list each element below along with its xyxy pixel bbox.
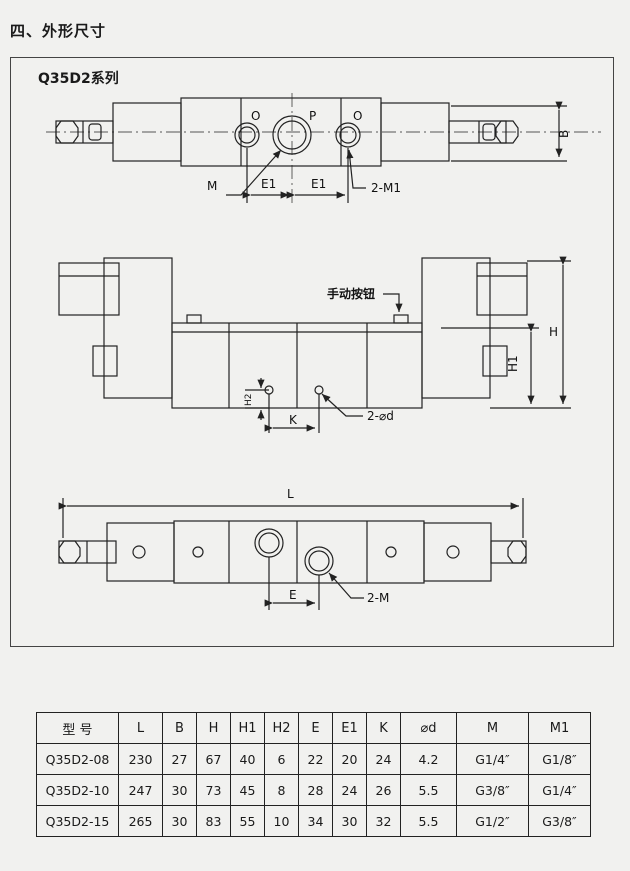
cell: 27 bbox=[162, 743, 197, 775]
header-model: 型 号 bbox=[36, 712, 119, 744]
cell: 10 bbox=[264, 805, 299, 837]
label-port-o-left: O bbox=[251, 109, 260, 123]
technical-drawing: Q35D2系列 bbox=[10, 57, 614, 647]
label-e: E bbox=[289, 588, 297, 602]
cell: 30 bbox=[162, 774, 197, 806]
cell: Q35D2-08 bbox=[36, 743, 119, 775]
cell: 30 bbox=[162, 805, 197, 837]
cell: 20 bbox=[332, 743, 367, 775]
series-title: Q35D2系列 bbox=[38, 71, 119, 87]
cell: 30 bbox=[332, 805, 367, 837]
cell: 24 bbox=[332, 774, 367, 806]
cell: 28 bbox=[298, 774, 333, 806]
header-m1: M1 bbox=[528, 712, 591, 744]
header-e1: E1 bbox=[332, 712, 367, 744]
bottom-view bbox=[58, 498, 527, 610]
dimension-table: 型 号 L B H H1 H2 E E1 K ⌀d M M1 Q35D2-08 … bbox=[36, 712, 591, 837]
table-row: Q35D2-08 230 27 67 40 6 22 20 24 4.2 G1/… bbox=[36, 743, 591, 775]
label-b: B bbox=[557, 130, 571, 138]
cell: 40 bbox=[230, 743, 265, 775]
header-h: H bbox=[196, 712, 231, 744]
cell: G1/4″ bbox=[528, 774, 591, 806]
header-l: L bbox=[118, 712, 163, 744]
header-h2: H2 bbox=[264, 712, 299, 744]
label-l: L bbox=[287, 487, 294, 501]
header-k: K bbox=[366, 712, 401, 744]
cell: 22 bbox=[298, 743, 333, 775]
cell: 73 bbox=[196, 774, 231, 806]
cell: G1/8″ bbox=[528, 743, 591, 775]
drawing-svg: O P O M E1 E1 2-M1 B 手动按钮 H H1 H2 K 2-⌀d… bbox=[46, 93, 601, 610]
cell: 83 bbox=[196, 805, 231, 837]
cell: 67 bbox=[196, 743, 231, 775]
cell: G3/8″ bbox=[528, 805, 591, 837]
cell: G1/2″ bbox=[456, 805, 529, 837]
cell: 6 bbox=[264, 743, 299, 775]
cell: G1/4″ bbox=[456, 743, 529, 775]
cell: 32 bbox=[366, 805, 401, 837]
header-h1: H1 bbox=[230, 712, 265, 744]
label-port-o-right: O bbox=[353, 109, 362, 123]
header-b: B bbox=[162, 712, 197, 744]
table-row: Q35D2-10 247 30 73 45 8 28 24 26 5.5 G3/… bbox=[36, 774, 591, 806]
top-view bbox=[46, 93, 601, 203]
cell: G3/8″ bbox=[456, 774, 529, 806]
cell: Q35D2-10 bbox=[36, 774, 119, 806]
section-heading: 四、外形尺寸 bbox=[10, 22, 107, 40]
label-k: K bbox=[289, 413, 298, 427]
cell: 34 bbox=[298, 805, 333, 837]
label-2-m: 2-M bbox=[367, 591, 389, 605]
cell: 8 bbox=[264, 774, 299, 806]
cell: 4.2 bbox=[400, 743, 457, 775]
table-row: Q35D2-15 265 30 83 55 10 34 30 32 5.5 G1… bbox=[36, 805, 591, 837]
label-h2: H2 bbox=[244, 394, 254, 407]
label-e1-a: E1 bbox=[261, 177, 276, 191]
header-e: E bbox=[298, 712, 333, 744]
header-m: M bbox=[456, 712, 529, 744]
cell: 265 bbox=[118, 805, 163, 837]
label-h: H bbox=[549, 325, 558, 339]
cell: 45 bbox=[230, 774, 265, 806]
cell: Q35D2-15 bbox=[36, 805, 119, 837]
cell: 230 bbox=[118, 743, 163, 775]
label-2-d: 2-⌀d bbox=[367, 409, 394, 423]
cell: 24 bbox=[366, 743, 401, 775]
cell: 26 bbox=[366, 774, 401, 806]
label-m: M bbox=[207, 179, 217, 193]
header-d: ⌀d bbox=[400, 712, 457, 744]
table-header-row: 型 号 L B H H1 H2 E E1 K ⌀d M M1 bbox=[36, 712, 591, 744]
label-port-p: P bbox=[309, 109, 316, 123]
label-h1: H1 bbox=[506, 355, 520, 372]
side-view bbox=[58, 256, 571, 433]
cell: 5.5 bbox=[400, 805, 457, 837]
label-e1-b: E1 bbox=[311, 177, 326, 191]
label-manual-button: 手动按钮 bbox=[327, 286, 375, 301]
cell: 5.5 bbox=[400, 774, 457, 806]
label-2-m1: 2-M1 bbox=[371, 181, 401, 195]
cell: 247 bbox=[118, 774, 163, 806]
cell: 55 bbox=[230, 805, 265, 837]
